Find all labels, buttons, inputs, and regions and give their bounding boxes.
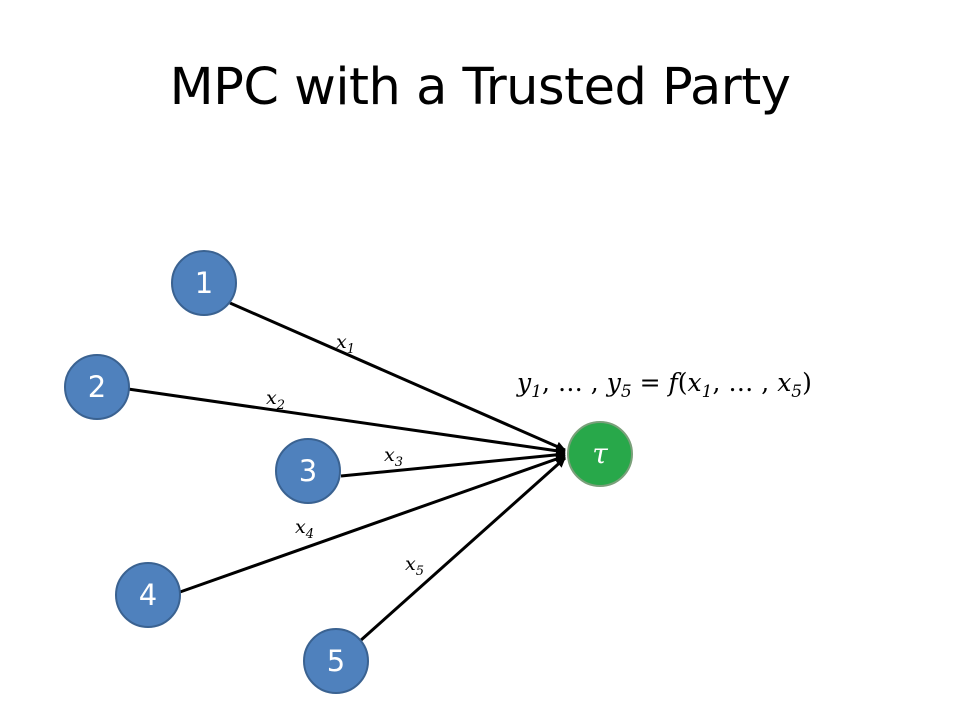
- edge-party5-to-trusted: [359, 456, 566, 643]
- edge-label-x1: x1: [336, 331, 355, 357]
- trusted-party-label: τ: [592, 437, 608, 470]
- trusted-party-node: τ: [567, 421, 633, 487]
- slide-title: MPC with a Trusted Party: [169, 58, 791, 117]
- party-node-1: 1: [171, 250, 237, 316]
- edge-party3-to-trusted: [340, 449, 566, 478]
- function-formula: y1, … , y5 = f(x1, … , x5): [516, 368, 812, 402]
- party-label-4: 4: [139, 578, 157, 612]
- party-node-5: 5: [303, 628, 369, 694]
- party-label-2: 2: [88, 370, 106, 404]
- edge-label-x4: x4: [295, 516, 314, 542]
- party-label-1: 1: [195, 266, 213, 300]
- party-label-5: 5: [327, 644, 345, 678]
- party-label-3: 3: [299, 454, 317, 488]
- party-node-3: 3: [275, 438, 341, 504]
- edge-label-x3: x3: [384, 444, 403, 470]
- edge-label-x5: x5: [405, 553, 424, 579]
- edge-party4-to-trusted: [179, 454, 566, 594]
- party-node-4: 4: [115, 562, 181, 628]
- party-node-2: 2: [64, 354, 130, 420]
- edge-party2-to-trusted: [127, 387, 566, 456]
- edge-label-x2: x2: [266, 387, 285, 413]
- edge-party1-to-trusted: [229, 301, 566, 452]
